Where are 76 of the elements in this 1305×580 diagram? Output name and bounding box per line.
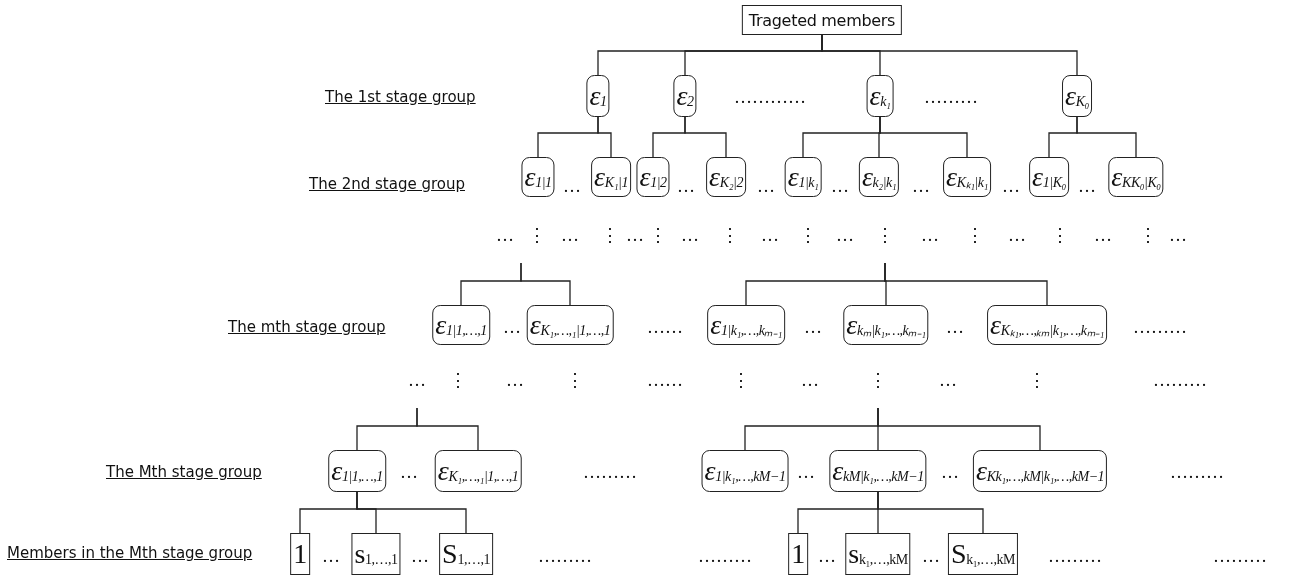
connector-line — [884, 262, 1048, 306]
ellipsis-mark: ⋮ — [649, 224, 667, 246]
ellipsis-mark: … — [681, 224, 699, 246]
member-box: 1 — [290, 533, 310, 575]
ellipsis-mark: ……… — [1048, 545, 1102, 567]
stage-label: Members in the Mth stage group — [7, 544, 253, 562]
ellipsis-mark: … — [757, 175, 775, 197]
ellipsis-mark: … — [626, 224, 644, 246]
ellipsis-mark: ⋮ — [1028, 369, 1046, 391]
ellipsis-mark: … — [496, 224, 514, 246]
ellipsis-mark: ……… — [1170, 461, 1224, 483]
ellipsis-mark: … — [946, 316, 964, 338]
ellipsis-mark: ……… — [583, 461, 637, 483]
connector-line — [877, 407, 1041, 451]
ellipsis-mark: … — [563, 175, 581, 197]
ellipsis-mark: ⋮ — [528, 224, 546, 246]
connector-line — [684, 116, 727, 158]
ellipsis-mark: … — [797, 461, 815, 483]
ellipsis-mark: … — [818, 545, 836, 567]
ellipsis-mark: ……… — [698, 545, 752, 567]
ellipsis-mark: ……… — [1133, 316, 1187, 338]
ellipsis-mark: … — [1002, 175, 1020, 197]
ellipsis-mark: ⋮ — [966, 224, 984, 246]
connector-line — [597, 116, 612, 158]
ellipsis-mark: ⋮ — [449, 369, 467, 391]
ellipsis-mark: ⋮ — [601, 224, 619, 246]
ellipsis-mark: ⋮ — [876, 224, 894, 246]
connector-line — [879, 116, 968, 158]
ellipsis-mark: ⋮ — [1139, 224, 1157, 246]
connector-line — [821, 34, 1078, 76]
connector-line — [416, 407, 479, 451]
ellipsis-mark: ……… — [1213, 545, 1267, 567]
ellipsis-mark: ⋮ — [799, 224, 817, 246]
ellipsis-mark: … — [1008, 224, 1026, 246]
ellipsis-mark: ……… — [538, 545, 592, 567]
member-box: 1 — [788, 533, 808, 575]
connector-line — [877, 491, 984, 534]
connector-line — [1076, 116, 1137, 158]
ellipsis-mark: … — [761, 224, 779, 246]
ellipsis-mark: ⋮ — [721, 224, 739, 246]
ellipsis-mark: ……… — [1153, 369, 1207, 391]
ellipsis-mark: … — [831, 175, 849, 197]
ellipsis-mark: ⋮ — [1051, 224, 1069, 246]
ellipsis-mark: … — [561, 224, 579, 246]
ellipsis-mark: …… — [647, 316, 683, 338]
ellipsis-mark: ⋮ — [732, 369, 750, 391]
ellipsis-mark: ……… — [924, 86, 978, 108]
ellipsis-mark: … — [804, 316, 822, 338]
ellipsis-mark: … — [836, 224, 854, 246]
ellipsis-mark: … — [801, 369, 819, 391]
ellipsis-mark: ⋮ — [869, 369, 887, 391]
ellipsis-mark: … — [506, 369, 524, 391]
ellipsis-mark: … — [912, 175, 930, 197]
ellipsis-mark: … — [921, 224, 939, 246]
ellipsis-mark: … — [677, 175, 695, 197]
ellipsis-mark: … — [939, 369, 957, 391]
ellipsis-mark: … — [1169, 224, 1187, 246]
connector-line — [520, 262, 571, 306]
ellipsis-mark: ⋮ — [566, 369, 584, 391]
ellipsis-mark: … — [411, 545, 429, 567]
ellipsis-mark: … — [322, 545, 340, 567]
stage-label: The mth stage group — [228, 318, 386, 336]
ellipsis-mark: … — [1094, 224, 1112, 246]
connector-line — [356, 491, 467, 534]
ellipsis-mark: …… — [647, 369, 683, 391]
ellipsis-mark: … — [1078, 175, 1096, 197]
ellipsis-mark: … — [408, 369, 426, 391]
ellipsis-mark: … — [922, 545, 940, 567]
ellipsis-mark: … — [400, 461, 418, 483]
ellipsis-mark: ………… — [734, 86, 806, 108]
root-box: Trageted members — [741, 5, 903, 35]
ellipsis-mark: … — [503, 316, 521, 338]
stage-label: The 1st stage group — [325, 88, 476, 106]
stage-label: The 2nd stage group — [309, 175, 465, 193]
ellipsis-mark: … — [941, 461, 959, 483]
stage-label: The Mth stage group — [106, 463, 262, 481]
